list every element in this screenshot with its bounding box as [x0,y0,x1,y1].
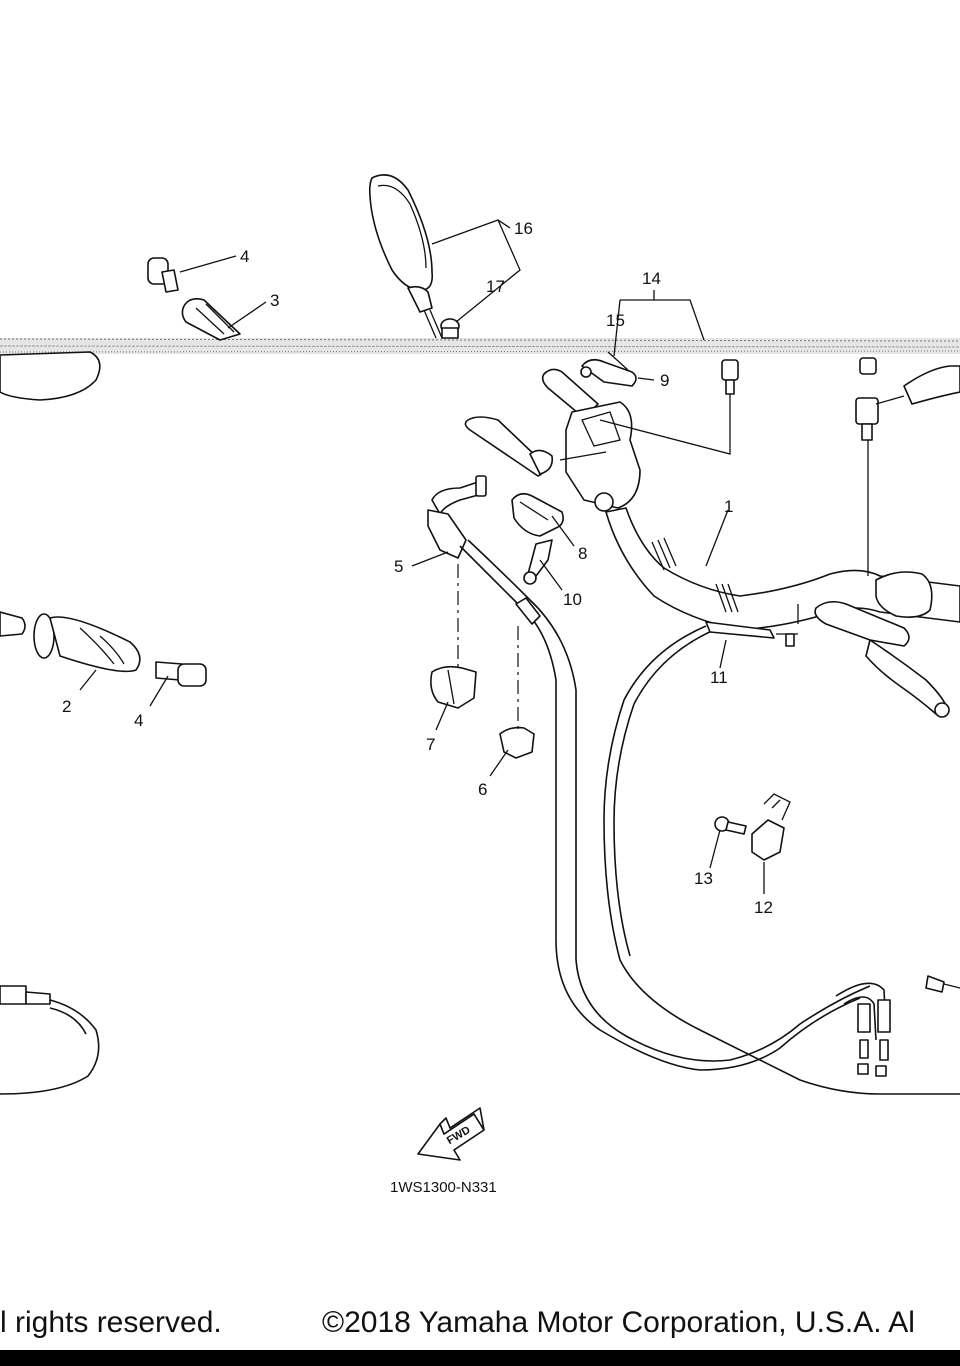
rights-text: l rights reserved. [0,1306,222,1339]
fwd-arrow-icon: FWD [417,1107,485,1161]
footer: l rights reserved. ©2018 Yamaha Motor Co… [0,1298,960,1348]
clutch-cable [603,621,960,1095]
callout-16: 16 [514,219,533,238]
dashed-lines [457,564,519,730]
brake-master-cylinder [464,401,641,512]
callout-17: 17 [486,277,505,296]
callout-4-left: 4 [134,711,143,730]
handlebar [605,507,960,631]
leader-lines [79,219,869,894]
callout-4-top: 4 [240,247,249,266]
callout-13: 13 [694,869,713,888]
callout-9: 9 [660,371,669,390]
cable-left-bottom [0,985,100,1095]
cable-fittings-right [835,975,960,1077]
right-mirror-base [855,357,960,441]
clutch-lever [814,571,950,718]
callout-11: 11 [710,668,728,687]
callout-8: 8 [578,544,587,563]
grip-left [0,611,207,687]
callout-1: 1 [724,497,733,516]
callout-10: 10 [563,590,582,609]
clamp-9 [580,358,637,387]
clamp-8 [511,492,564,537]
scan-band [0,338,960,354]
parts-diagram: 1 2 3 4 4 5 6 7 8 9 10 11 12 13 14 15 16… [0,174,960,1196]
grip-top [181,298,241,341]
callout-12: 12 [754,898,773,917]
callouts: 1 2 3 4 4 5 6 7 8 9 10 11 12 13 14 15 16… [62,219,773,917]
grip-end-top [147,257,179,293]
callout-2: 2 [62,697,71,716]
bottom-bar [0,1350,960,1366]
callout-15: 15 [606,311,625,330]
bolt-13 [714,816,747,835]
callout-7: 7 [426,735,435,754]
throttle-cable-end [427,475,487,559]
mirror-assembly [368,174,443,339]
left-partial-part [0,351,101,401]
drawing-code: 1WS1300-N331 [390,1179,497,1196]
bolt-14a [721,359,739,395]
callout-5: 5 [394,557,403,576]
bolt-10 [523,539,553,585]
copyright-text: ©2018 Yamaha Motor Corporation, U.S.A. A… [322,1306,915,1339]
callout-14: 14 [642,269,661,288]
cap-17 [440,318,460,339]
bracket-12 [751,793,791,861]
holder-7 [430,665,477,709]
callout-6: 6 [478,780,487,799]
throttle-cables [459,539,871,1071]
callout-3: 3 [270,291,279,310]
